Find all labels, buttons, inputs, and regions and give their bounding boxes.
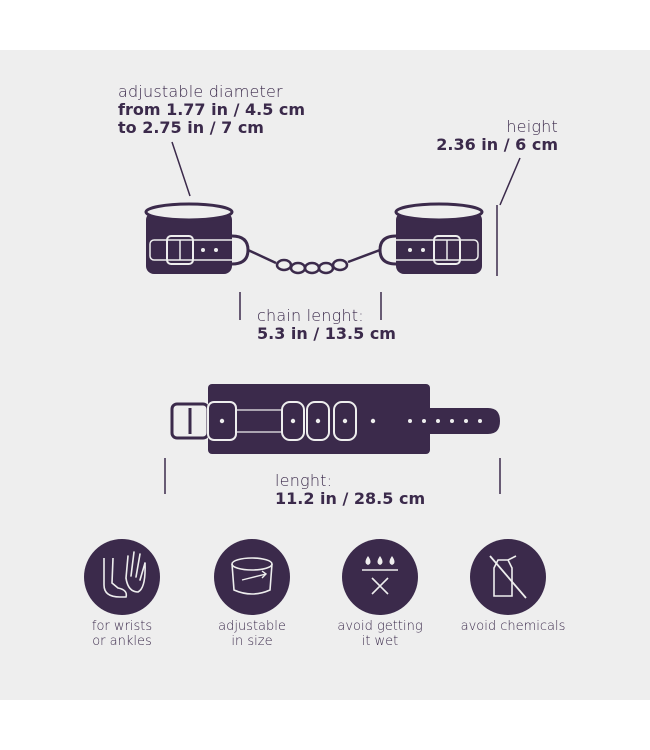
height-annotation: height 2.36 in / 6 cm [400,118,558,154]
chain [247,248,381,275]
chain-length-annotation: chain lenght: 5.3 in / 13.5 cm [257,307,396,343]
diameter-label: adjustable diameter [118,82,283,101]
flat-strap [170,384,500,454]
right-cuff [378,202,484,274]
feature-caption-wrists: for wrists or ankles [91,619,153,649]
feature-caption-chemicals: avoid chemicals [460,619,566,634]
height-leader-line [499,157,521,206]
left-cuff [144,202,250,274]
no-chemicals-icon [470,539,546,615]
diameter-annotation: adjustable diameter from 1.77 in / 4.5 c… [118,83,305,137]
diameter-from: from 1.77 in / 4.5 cm [118,99,306,119]
chain-length-label: chain lenght: [257,306,364,325]
strap-length-annotation: lenght: 11.2 in / 28.5 cm [275,472,425,508]
chain-length-value: 5.3 in / 13.5 cm [257,323,396,343]
water-drops-crossed-icon [342,539,418,615]
diameter-leader-line [171,141,191,197]
height-value: 2.36 in / 6 cm [436,134,558,154]
diameter-to: to 2.75 in / 7 cm [118,117,264,137]
feature-caption-adjustable: adjustable in size [218,619,286,649]
feature-caption-wet: avoid getting it wet [337,619,423,649]
adjustable-band-icon [214,539,290,615]
strap-length-value: 11.2 in / 28.5 cm [275,488,426,508]
height-label: height [506,117,558,136]
strap-length-label: lenght: [275,471,333,490]
foot-and-hand-icon [84,539,160,615]
